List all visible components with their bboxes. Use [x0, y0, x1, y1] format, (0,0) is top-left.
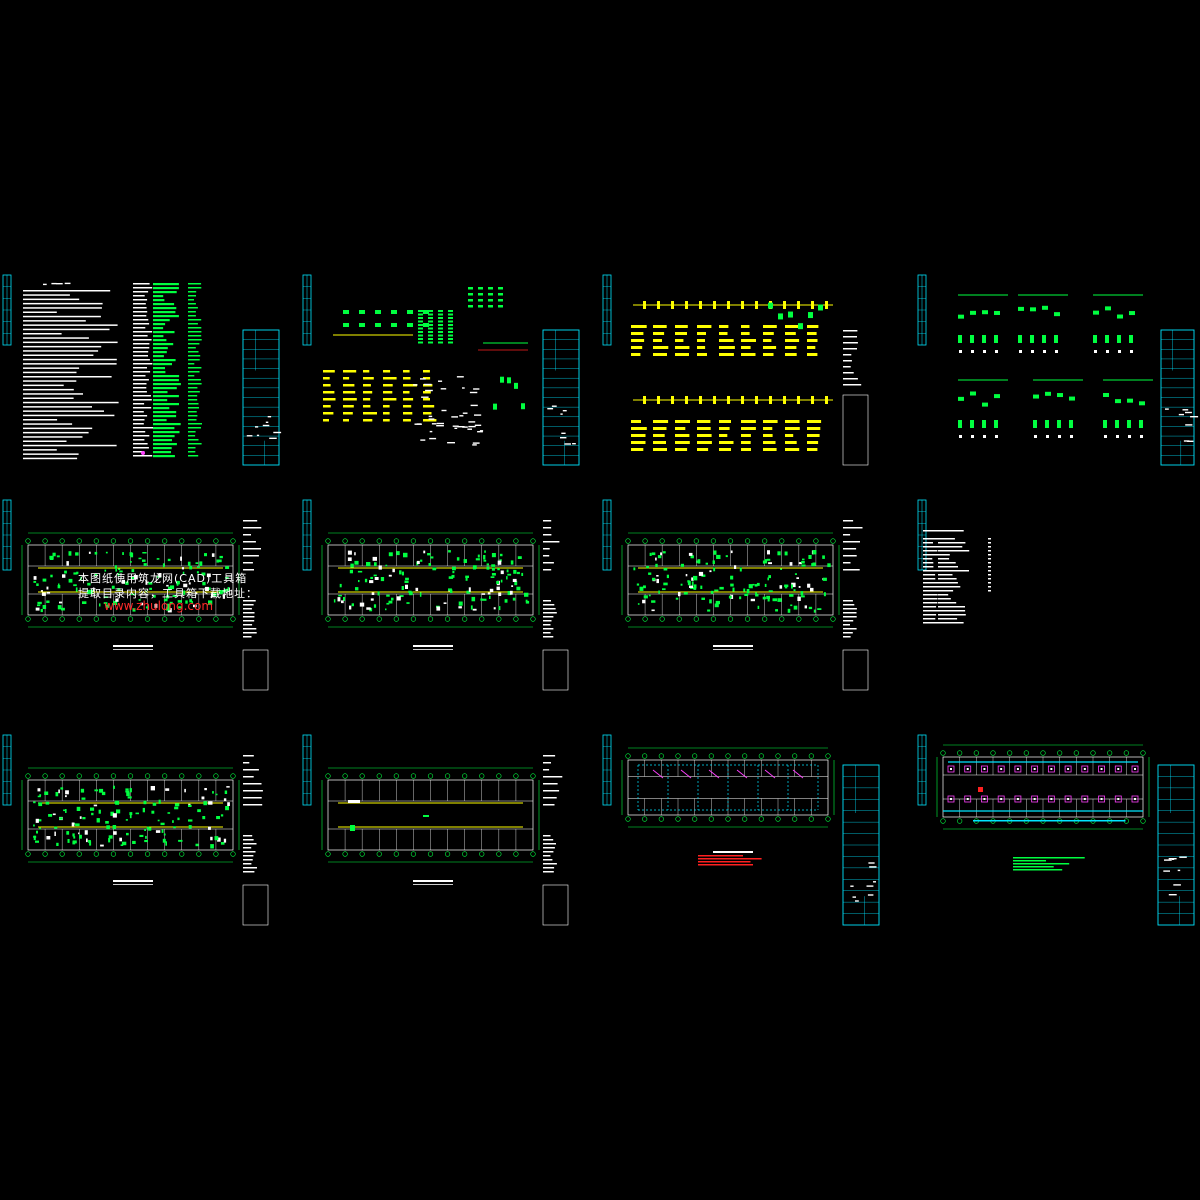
drawing-sheet-8[interactable] [917, 499, 991, 624]
watermark-line-1: 本图纸使用筑龙网(CAD)工具箱 [78, 572, 248, 585]
drawing-sheet-3[interactable] [602, 274, 869, 466]
drawing-sheet-2[interactable] [302, 274, 580, 466]
drawing-sheet-7[interactable] [602, 499, 869, 691]
watermark-line-2: 提取目录内容，工具箱下载地址： [78, 587, 258, 600]
drawing-sheet-10[interactable] [302, 734, 569, 926]
drawing-sheet-9[interactable] [2, 734, 269, 926]
drawing-sheet-4[interactable] [917, 274, 1199, 466]
watermark-url: www.zhulong.com [104, 599, 214, 613]
drawing-sheet-11[interactable] [602, 734, 880, 926]
drawing-sheet-5[interactable] [2, 499, 269, 691]
drawing-sheet-12[interactable] [917, 734, 1195, 926]
drawing-sheet-1[interactable] [2, 274, 282, 466]
drawing-sheet-6[interactable] [302, 499, 569, 691]
